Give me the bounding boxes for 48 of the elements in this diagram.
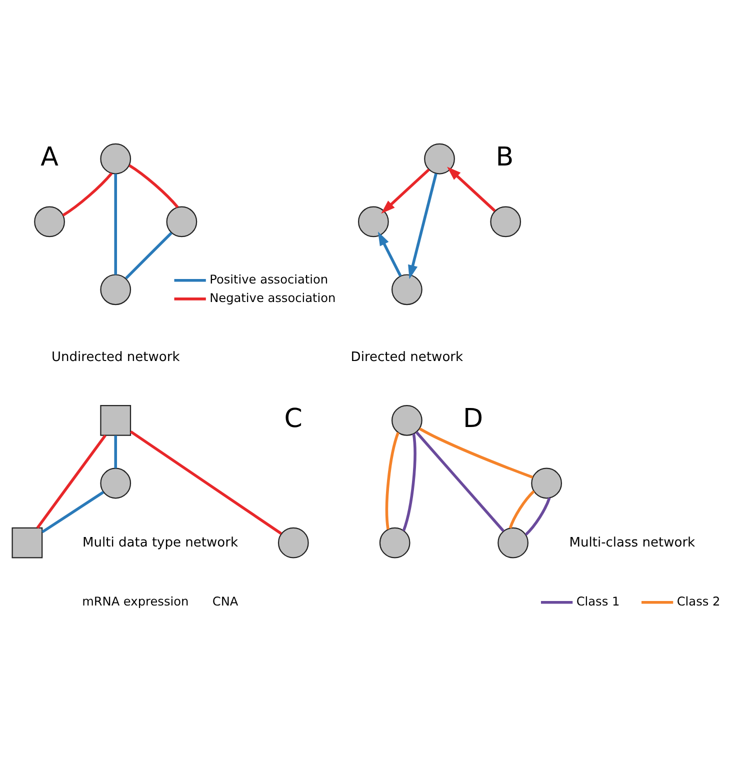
node-circle <box>100 467 132 498</box>
legend-label: Class 1 <box>576 594 620 608</box>
legend-label: Class 2 <box>676 594 720 608</box>
arrow <box>447 166 496 212</box>
label: Multi data type network <box>82 534 238 550</box>
node-circle <box>490 206 522 237</box>
connector <box>125 231 172 279</box>
connector <box>508 490 535 528</box>
legend-label: Negative association <box>210 290 336 305</box>
label: C <box>284 403 302 434</box>
connector <box>415 430 505 532</box>
arrow <box>408 172 438 279</box>
label: D <box>462 403 484 434</box>
node-circle <box>278 526 309 558</box>
node-circle <box>424 142 455 174</box>
connector <box>114 435 117 468</box>
connector <box>524 496 551 536</box>
connector <box>114 173 117 274</box>
node-box <box>100 404 132 436</box>
connector <box>402 433 416 531</box>
legend-label: CNA <box>212 594 238 608</box>
node-circle <box>391 404 422 436</box>
node-circle <box>498 526 528 558</box>
connector <box>42 490 104 533</box>
node-box <box>12 526 43 558</box>
connector <box>419 427 534 478</box>
node-circle <box>379 526 410 558</box>
node-circle <box>100 142 132 174</box>
node-circle <box>34 206 65 237</box>
legend-label: mRNA expression <box>82 594 189 608</box>
node-circle <box>391 274 422 305</box>
label: Directed network <box>350 350 464 365</box>
connector <box>128 164 179 208</box>
label: Multi-class network <box>569 534 696 550</box>
connector <box>385 432 400 530</box>
connector <box>130 430 282 534</box>
label: Undirected network <box>51 350 180 365</box>
node-circle <box>166 206 198 237</box>
arrow <box>381 168 430 214</box>
connector <box>62 172 113 216</box>
legend-label: Positive association <box>210 272 328 286</box>
connector <box>36 434 106 528</box>
node-circle <box>100 274 132 305</box>
node-circle <box>531 467 562 498</box>
node-circle <box>358 206 389 237</box>
label: A <box>40 142 58 172</box>
label: B <box>496 142 514 172</box>
arrow <box>378 231 402 276</box>
